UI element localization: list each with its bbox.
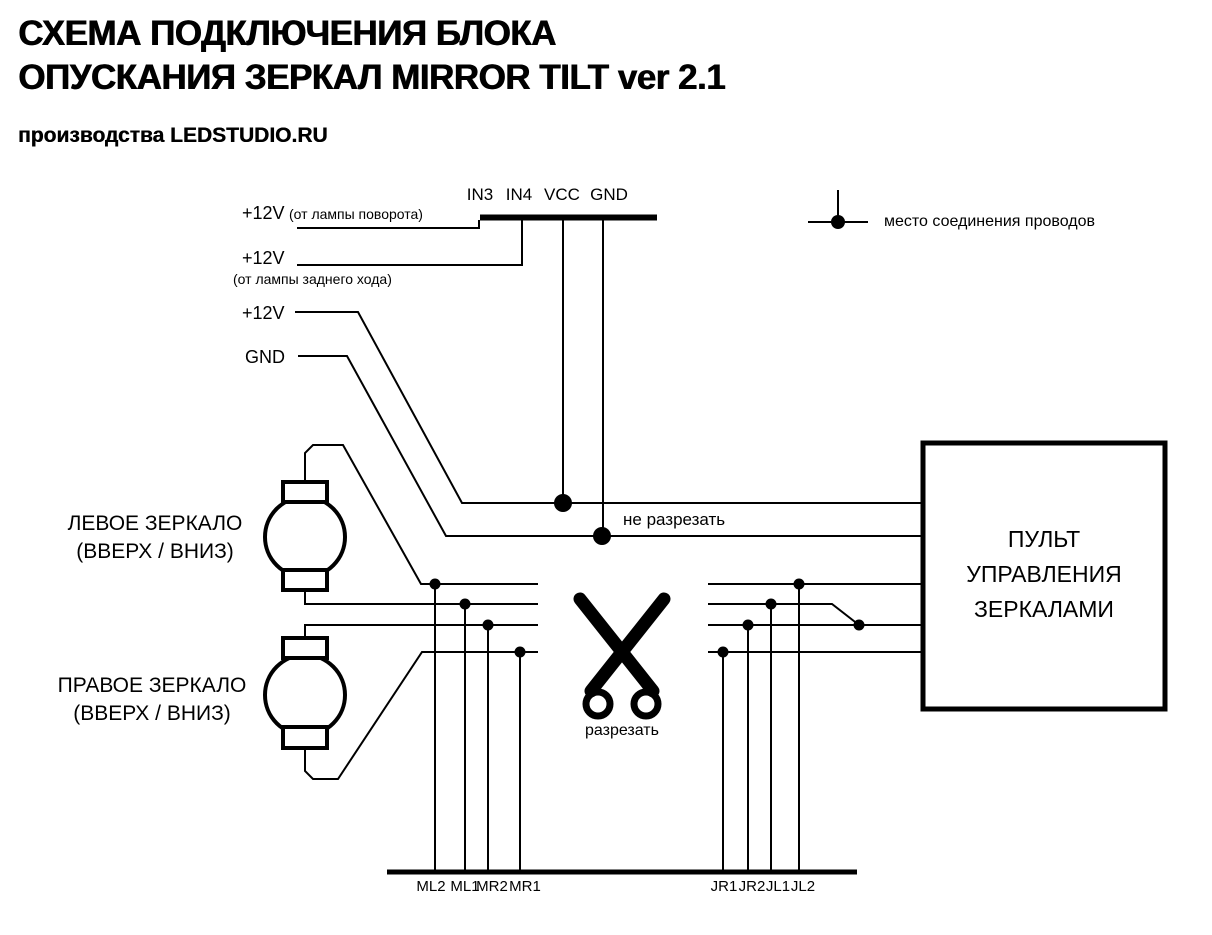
control-box-outline — [920, 440, 1168, 712]
wire-in4 — [297, 220, 523, 266]
bottom-pin-jl1: JL1 — [765, 878, 791, 895]
page-title-line1: СХЕМА ПОДКЛЮЧЕНИЯ БЛОКА — [18, 14, 556, 53]
cut-label: разрезать — [585, 722, 659, 739]
junction-legend-icon — [808, 190, 868, 229]
control-box-label-line2: УПРАВЛЕНИЯ — [966, 561, 1122, 587]
wire-plus12v-main — [295, 311, 923, 504]
left-mirror-label: ЛЕВОЕ ЗЕРКАЛО (ВВЕРХ / ВНИЗ) — [45, 510, 265, 566]
bottom-pin-jr1: JR1 — [710, 878, 738, 895]
bottom-pin-ml1: ML1 — [450, 878, 480, 895]
left-mirror-motor-icon — [263, 480, 347, 592]
pin-label-vcc: VCC — [544, 185, 580, 204]
wire-right-line2 — [708, 603, 860, 626]
pin-label-in4: IN4 — [505, 185, 533, 204]
wire-right-motor-bottom — [304, 651, 538, 780]
pin-label-gnd: GND — [590, 185, 628, 204]
scissors-icon — [573, 592, 671, 720]
input-label-ground: GND — [245, 347, 285, 367]
control-box-label-line3: ЗЕРКАЛАМИ — [974, 596, 1114, 622]
bottom-pin-mr2: MR2 — [476, 878, 508, 895]
input-label-turn-lamp: +12V (от лампы поворота) — [242, 203, 423, 224]
input-label-power: +12V — [242, 303, 285, 323]
do-not-cut-label: не разрезать — [623, 510, 726, 529]
input-turn-lamp-voltage: +12V — [242, 203, 285, 223]
page-title: СХЕМА ПОДКЛЮЧЕНИЯ БЛОКА ОПУСКАНИЯ ЗЕРКАЛ… — [18, 12, 725, 100]
junction-legend-label: место соединения проводов — [884, 213, 1095, 230]
bottom-pin-jl2: JL2 — [790, 878, 816, 895]
bottom-pin-ml2: ML2 — [416, 878, 446, 895]
junction-dots — [429, 494, 865, 658]
bottom-pin-jr2: JR2 — [738, 878, 766, 895]
right-mirror-label-line1: ПРАВОЕ ЗЕРКАЛО — [57, 674, 247, 697]
right-mirror-label: ПРАВОЕ ЗЕРКАЛО (ВВЕРХ / ВНИЗ) — [42, 672, 262, 728]
left-mirror-label-line1: ЛЕВОЕ ЗЕРКАЛО — [67, 512, 243, 535]
input-label-reverse-lamp-note: (от лампы заднего хода) — [233, 271, 392, 287]
wire-left-motor-bottom — [304, 590, 538, 605]
page-title-line2: ОПУСКАНИЯ ЗЕРКАЛ MIRROR TILT ver 2.1 — [18, 58, 725, 97]
input-turn-lamp-note: (от лампы поворота) — [289, 206, 423, 222]
control-box-label: ПУЛЬТ УПРАВЛЕНИЯ ЗЕРКАЛАМИ — [923, 522, 1165, 627]
wire-ground-main — [298, 355, 923, 537]
input-label-reverse-lamp-voltage: +12V — [242, 248, 285, 268]
wire-in3 — [297, 220, 480, 229]
right-mirror-motor-icon — [263, 636, 347, 750]
bottom-pin-mr1: MR1 — [509, 878, 541, 895]
left-mirror-label-line2: (ВВЕРХ / ВНИЗ) — [76, 540, 234, 563]
page-subtitle: производства LEDSTUDIO.RU — [18, 124, 328, 147]
wire-right-motor-top — [304, 624, 538, 638]
control-box-label-line1: ПУЛЬТ — [1007, 526, 1081, 552]
right-mirror-label-line2: (ВВЕРХ / ВНИЗ) — [73, 702, 231, 725]
pin-label-in3: IN3 — [466, 185, 494, 204]
